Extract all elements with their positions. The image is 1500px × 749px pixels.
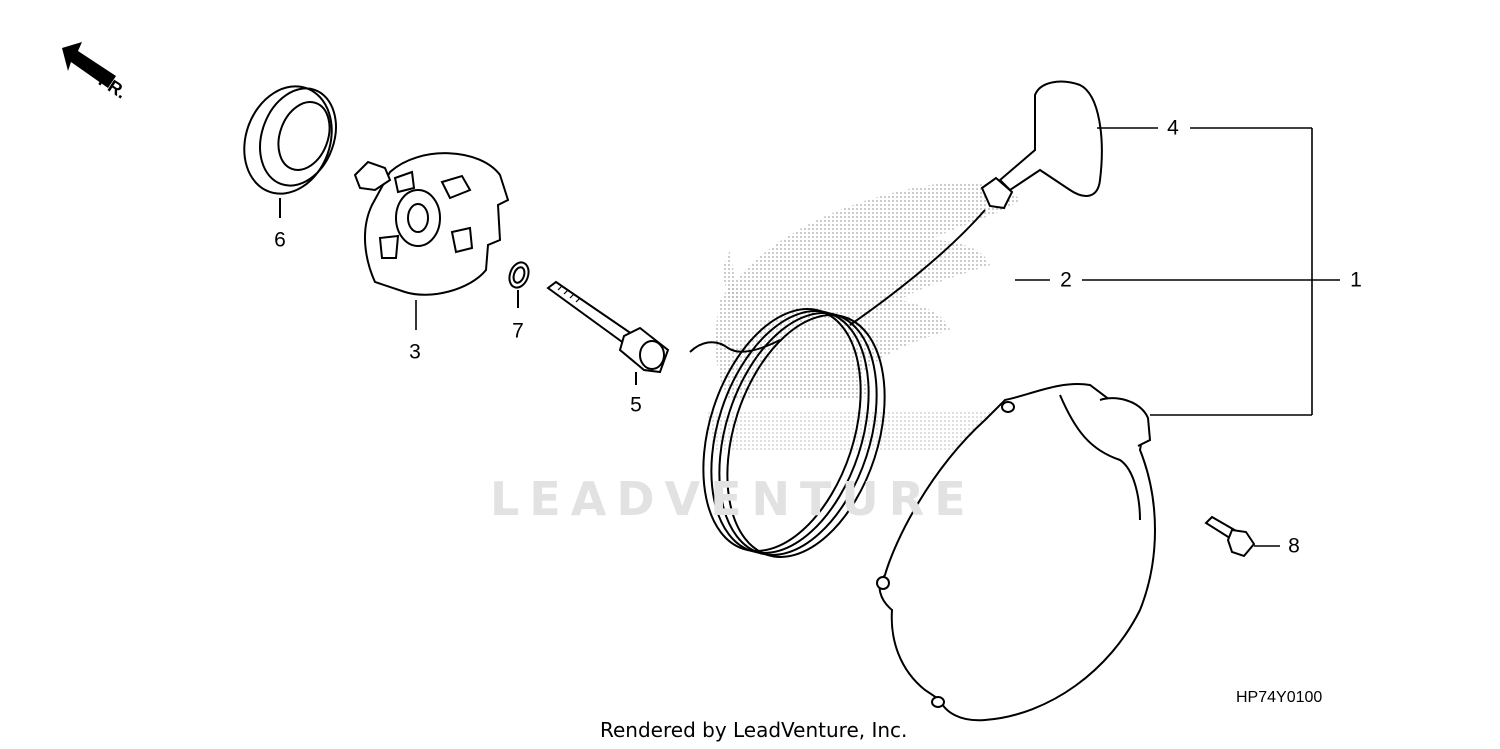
footer-credit: Rendered by LeadVenture, Inc.: [600, 718, 908, 742]
callout-1[interactable]: 1: [1350, 268, 1362, 292]
callout-6[interactable]: 6: [274, 228, 286, 252]
part-6-seal: [243, 85, 337, 218]
part-7-washer: [508, 261, 530, 308]
part-3-starter-pulley: [353, 152, 510, 330]
callout-8[interactable]: 8: [1288, 534, 1300, 558]
leadventure-watermark: LEADVENTURE: [490, 472, 976, 526]
part-8-bolt: [1204, 515, 1256, 558]
callout-4[interactable]: 4: [1167, 116, 1179, 140]
callout-5[interactable]: 5: [630, 393, 642, 417]
callout-2[interactable]: 2: [1060, 268, 1072, 292]
callout-7[interactable]: 7: [512, 319, 524, 343]
front-direction-arrow-icon: [62, 42, 116, 88]
callout-leaders: [1015, 127, 1340, 547]
part-2-rope: [689, 209, 986, 558]
part-5-bolt: [546, 280, 670, 385]
diagram-code: HP74Y0100: [1236, 689, 1323, 706]
part-4-starter-grip: [980, 80, 1103, 210]
part-1-recoil-housing: [876, 383, 1156, 722]
callout-3[interactable]: 3: [409, 340, 421, 364]
